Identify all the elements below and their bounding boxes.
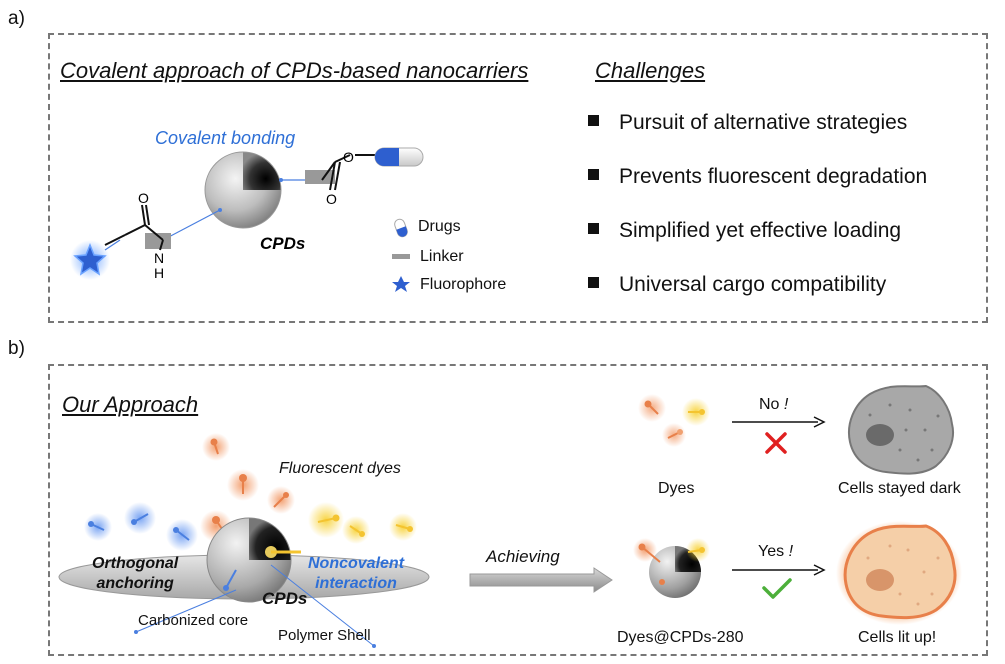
legend-drugs-icon: [394, 218, 408, 238]
challenge-text: Universal cargo compatibility: [619, 273, 887, 296]
challenge-item: Pursuit of alternative strategies: [588, 111, 907, 135]
legend-fluorophore-icon: [392, 276, 410, 292]
ester-o-bottom-label: O: [326, 191, 337, 207]
legend-drugs: Drugs: [418, 218, 461, 235]
approach-illustration: [58, 433, 430, 648]
no-mark: !: [783, 396, 789, 413]
challenge-text: Pursuit of alternative strategies: [619, 111, 908, 134]
fluorescent-dyes-label: Fluorescent dyes: [279, 460, 401, 477]
achieving-arrow: [469, 567, 613, 593]
amide-h-label: H: [154, 265, 164, 281]
cells-lit-label: Cells lit up!: [858, 629, 937, 646]
noncovalent-line1: Noncovalent: [308, 555, 405, 572]
orthogonal-line1: Orthogonal: [92, 555, 179, 572]
noncovalent-line2: interaction: [315, 575, 397, 592]
no-arrow: [732, 416, 826, 454]
yes-mark: !: [788, 543, 794, 560]
orthogonal-anchoring-label: Orthogonal anchoring: [92, 554, 178, 594]
polymer-shell-label: Polymer Shell: [278, 627, 371, 644]
cpds-label-b: CPDs: [262, 589, 308, 608]
green-check-icon: [762, 578, 792, 599]
amide-o-label: O: [138, 190, 149, 206]
dyes-label: Dyes: [658, 480, 695, 497]
cpd-sphere-b: [206, 517, 301, 603]
free-dyes-illustration: [638, 394, 710, 447]
orthogonal-line2: anchoring: [96, 575, 174, 592]
legend-icons: [392, 218, 410, 292]
drug-pill-icon: [374, 147, 424, 167]
ester-o-label: O: [343, 149, 354, 165]
orange-dye: [202, 433, 230, 461]
amide-n-label: N: [154, 250, 164, 266]
dyes-cpds-label: Dyes@CPDs-280: [617, 629, 744, 646]
panel-a-letter: a): [8, 8, 25, 29]
bullet-square-icon: [588, 223, 599, 234]
panel-b-box: [48, 364, 988, 656]
challenge-item: Universal cargo compatibility: [588, 273, 886, 297]
no-label: No !: [759, 396, 788, 414]
bullet-square-icon: [588, 169, 599, 180]
cpds-label-a: CPDs: [260, 234, 305, 253]
blue-dye: [124, 502, 156, 534]
lit-cell-icon: [836, 521, 962, 625]
panel-a-box: [48, 33, 988, 323]
red-cross-icon: [765, 432, 787, 454]
legend-linker-icon: [392, 254, 410, 259]
bullet-square-icon: [588, 277, 599, 288]
orange-dye: [267, 486, 295, 514]
challenge-text: Prevents fluorescent degradation: [619, 165, 928, 188]
covalent-bonding-label: Covalent bonding: [155, 128, 296, 148]
orange-dye: [227, 469, 259, 501]
challenge-item: Prevents fluorescent degradation: [588, 165, 927, 189]
legend-linker: Linker: [420, 248, 464, 265]
covalent-illustration: O O O N H CPDs: [70, 147, 424, 281]
challenges-title: Challenges: [595, 58, 706, 83]
carbonized-core-label: Carbonized core: [138, 612, 249, 629]
yellow-dye: [389, 513, 417, 541]
legend-fluorophore: Fluorophore: [420, 276, 507, 293]
yes-arrow: [732, 564, 826, 599]
panel-b-title: Our Approach: [62, 392, 199, 417]
no-text: No: [759, 396, 780, 413]
achieving-label: Achieving: [486, 547, 560, 566]
challenge-item: Simplified yet effective loading: [588, 219, 901, 243]
panel-a-title: Covalent approach of CPDs-based nanocarr…: [60, 58, 529, 83]
fluorophore-star-icon: [70, 240, 110, 280]
noncovalent-interaction-label: Noncovalent interaction: [308, 554, 404, 594]
yellow-dye: [308, 502, 344, 538]
cpd-sphere: [204, 151, 282, 229]
blue-dye: [84, 513, 112, 541]
dark-cell-icon: [848, 384, 954, 475]
dyes-cpds-illustration: [633, 538, 710, 598]
challenge-text: Simplified yet effective loading: [619, 219, 902, 242]
yes-text: Yes: [758, 543, 785, 560]
blue-dye: [166, 519, 198, 551]
bullet-square-icon: [588, 115, 599, 126]
yes-label: Yes !: [758, 543, 793, 561]
yellow-dye: [342, 516, 370, 544]
panel-b-letter: b): [8, 338, 25, 359]
cells-dark-label: Cells stayed dark: [838, 480, 961, 497]
